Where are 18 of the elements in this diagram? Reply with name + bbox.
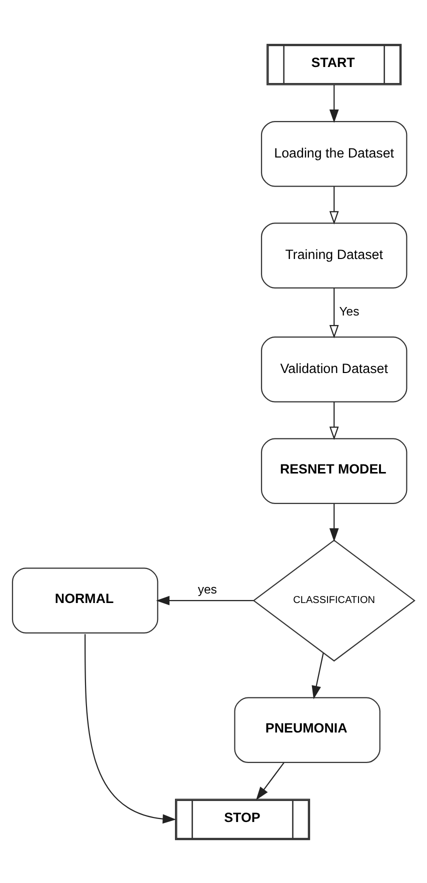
arrow (312, 652, 324, 699)
edge-label: yes (198, 582, 217, 596)
node-box: NORMAL (12, 567, 158, 633)
node-box: PNEUMONIA (234, 696, 380, 763)
node-diamond: CLASSIFICATION (252, 539, 416, 662)
arrow (329, 186, 339, 224)
arrow (256, 762, 284, 800)
node-box: Loading the Dataset (260, 120, 408, 186)
node-box: Training Dataset (260, 222, 408, 288)
arrow (84, 634, 176, 824)
arrow (156, 595, 254, 605)
edge-label: Yes (339, 304, 360, 318)
arrow (329, 503, 339, 542)
node-box: Validation Dataset (260, 336, 408, 402)
arrow (329, 84, 339, 122)
node-box: RESNET MODEL (260, 438, 408, 504)
arrow (329, 401, 339, 440)
arrow (329, 288, 339, 338)
